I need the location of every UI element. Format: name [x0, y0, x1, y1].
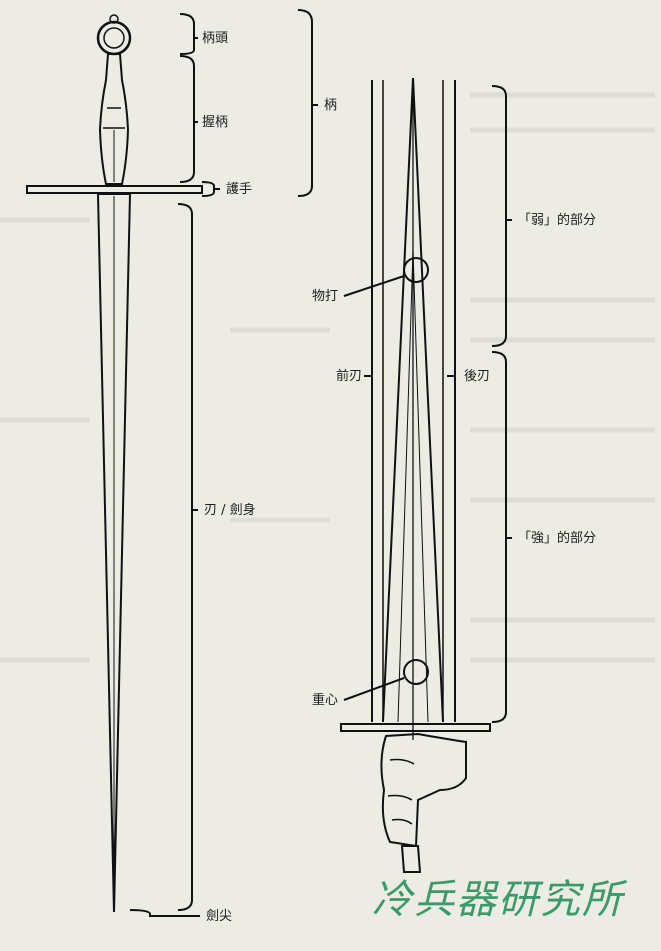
label-grip: 握柄: [200, 115, 231, 130]
pommel-loop: [109, 14, 119, 24]
right-brackets: [343, 80, 512, 723]
label-percussion-point: 物打: [310, 289, 341, 304]
pommel-ring: [96, 20, 132, 56]
label-pommel: 柄頭: [200, 31, 231, 46]
label-false-edge: 後刃: [462, 369, 493, 384]
grip-end: [400, 845, 422, 873]
weak-part-bracket: [491, 85, 512, 347]
front-edge-bracket: [364, 80, 373, 722]
back-edge-bracket: [447, 80, 456, 722]
hilt-bracket: [297, 9, 318, 197]
background-texture: [0, 92, 655, 663]
balance-point-marker: [403, 659, 429, 685]
pommel-inner: [103, 27, 125, 49]
right-sword: [340, 77, 491, 873]
percussion-point-marker: [403, 257, 429, 283]
right-crossguard: [340, 723, 491, 732]
grip-outline: [98, 53, 130, 185]
blade-bracket: [177, 203, 198, 911]
label-tip: 劍尖: [204, 909, 235, 924]
pommel-bracket: [179, 13, 198, 55]
label-hilt: 柄: [322, 98, 340, 113]
crossguard-bar: [26, 185, 203, 194]
label-weak-part: 「弱」的部分: [516, 213, 599, 228]
tip-bracket: [129, 909, 200, 917]
balance-leader: [343, 677, 405, 701]
strong-part-bracket: [491, 351, 512, 723]
blade-outline: [96, 193, 132, 913]
left-sword: [26, 14, 203, 913]
grip-bracket: [179, 55, 198, 183]
label-blade: 刃 / 劍身: [202, 503, 258, 518]
label-strong-part: 「強」的部分: [516, 531, 599, 546]
percussion-leader: [343, 275, 405, 297]
label-crossguard: 護手: [224, 182, 255, 197]
label-true-edge: 前刃: [334, 369, 365, 384]
gripping-hand: [380, 732, 467, 848]
label-center-of-balance: 重心: [310, 693, 341, 708]
watermark: 冷兵器研究所: [372, 877, 624, 923]
left-brackets: [129, 9, 318, 917]
crossguard-bracket: [201, 181, 220, 197]
right-blade-outline: [382, 77, 444, 723]
